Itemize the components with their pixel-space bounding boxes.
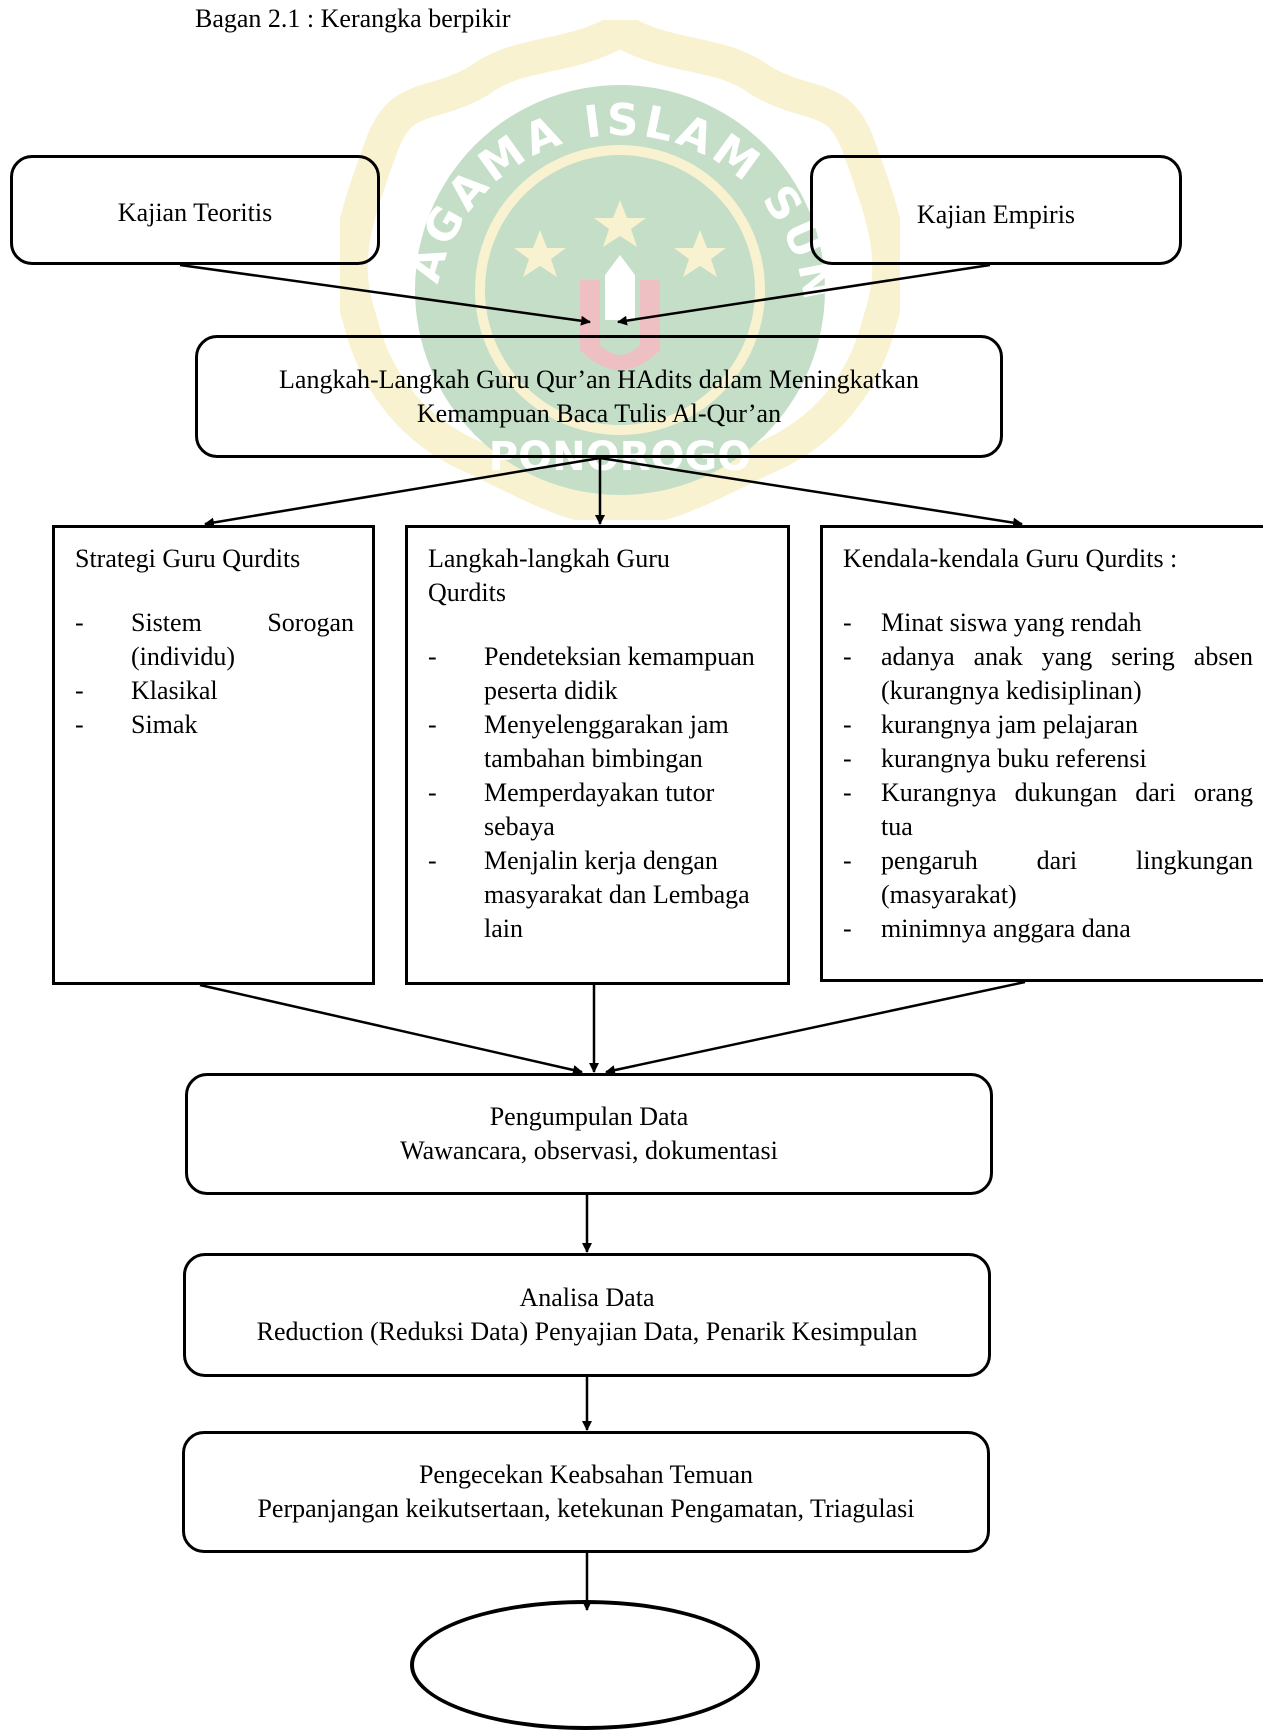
pengecekan-title: Pengecekan Keabsahan Temuan xyxy=(418,1460,754,1489)
arrow-main-to-col3 xyxy=(599,456,1023,528)
main-topic-box: Langkah-Langkah Guru Qur’an HAdits dalam… xyxy=(195,335,1003,458)
list-item: Memperdayakan tutor sebaya xyxy=(428,776,777,844)
pengumpulan-data-box: Pengumpulan Data Wawancara, observasi, d… xyxy=(185,1073,993,1195)
langkah-title: Langkah-langkah Guru Qurdits xyxy=(428,544,670,607)
kajian-empiris-label: Kajian Empiris xyxy=(916,200,1076,229)
list-item: pengaruh dari lingkungan (masyarakat) xyxy=(843,844,1253,912)
strategi-title: Strategi Guru Qurdits xyxy=(75,544,301,573)
kendala-list: Minat siswa yang rendah adanya anak yang… xyxy=(843,606,1253,946)
arrow-main-to-col1 xyxy=(204,456,601,528)
main-topic-line2: Kemampuan Baca Tulis Al-Qur’an xyxy=(416,398,782,428)
strategi-box: Strategi Guru Qurdits Sistem Sorogan (in… xyxy=(52,525,375,985)
pengumpulan-data-title: Pengumpulan Data xyxy=(489,1102,689,1131)
list-item: Minat siswa yang rendah xyxy=(843,606,1253,640)
kajian-teoritis-label: Kajian Teoritis xyxy=(117,198,273,227)
list-item: Menjalin kerja dengan masyarakat dan Lem… xyxy=(428,844,777,946)
institution-logo-watermark: ISTITUT AGAMA ISLAM SUNAN GIRI PONOROGO xyxy=(340,20,900,520)
strategi-list: Sistem Sorogan (individu) Klasikal Simak xyxy=(75,606,354,742)
pengumpulan-data-detail: Wawancara, observasi, dokumentasi xyxy=(400,1136,778,1165)
pengecekan-detail: Perpanjangan keikutsertaan, ketekunan Pe… xyxy=(257,1494,915,1523)
list-item: Pendeteksian kemampuan peserta didik xyxy=(428,640,777,708)
arrow-empiris-to-main xyxy=(617,263,991,326)
kajian-empiris-box: Kajian Empiris xyxy=(810,155,1182,265)
pengecekan-box: Pengecekan Keabsahan Temuan Perpanjangan… xyxy=(182,1431,990,1553)
analisa-data-box: Analisa Data Reduction (Reduksi Data) Pe… xyxy=(183,1253,991,1377)
langkah-box: Langkah-langkah Guru Qurdits Pendeteksia… xyxy=(405,525,790,985)
analisa-data-detail: Reduction (Reduksi Data) Penyajian Data,… xyxy=(256,1317,918,1346)
list-item: Kurangnya dukungan dari orang tua xyxy=(843,776,1253,844)
list-item: adanya anak yang sering absen (kurangnya… xyxy=(843,640,1253,708)
kendala-title: Kendala-kendala Guru Qurdits : xyxy=(843,544,1178,573)
list-item: Klasikal xyxy=(75,674,354,708)
langkah-list: Pendeteksian kemampuan peserta didik Men… xyxy=(428,640,777,946)
list-item: Sistem Sorogan (individu) xyxy=(75,606,354,674)
list-item: Simak xyxy=(75,708,354,742)
figure-caption: Bagan 2.1 : Kerangka berpikir xyxy=(195,4,511,33)
kajian-teoritis-box: Kajian Teoritis xyxy=(10,155,380,265)
arrow-col3-to-step1 xyxy=(605,980,1026,1075)
connector-arrows xyxy=(179,263,1026,1611)
arrow-teoritis-to-main xyxy=(179,263,591,326)
list-item: Menyelenggarakan jam tambahan bimbingan xyxy=(428,708,777,776)
list-item: kurangnya buku referensi xyxy=(843,742,1253,776)
list-item: kurangnya jam pelajaran xyxy=(843,708,1253,742)
kendala-box: Kendala-kendala Guru Qurdits : Minat sis… xyxy=(820,525,1263,982)
main-topic-line1: Langkah-Langkah Guru Qur’an HAdits dalam… xyxy=(279,364,919,394)
arrow-col1-to-step1 xyxy=(199,983,583,1075)
analisa-data-title: Analisa Data xyxy=(519,1283,655,1312)
terminal-oval xyxy=(410,1600,760,1730)
list-item: minimnya anggara dana xyxy=(843,912,1253,946)
